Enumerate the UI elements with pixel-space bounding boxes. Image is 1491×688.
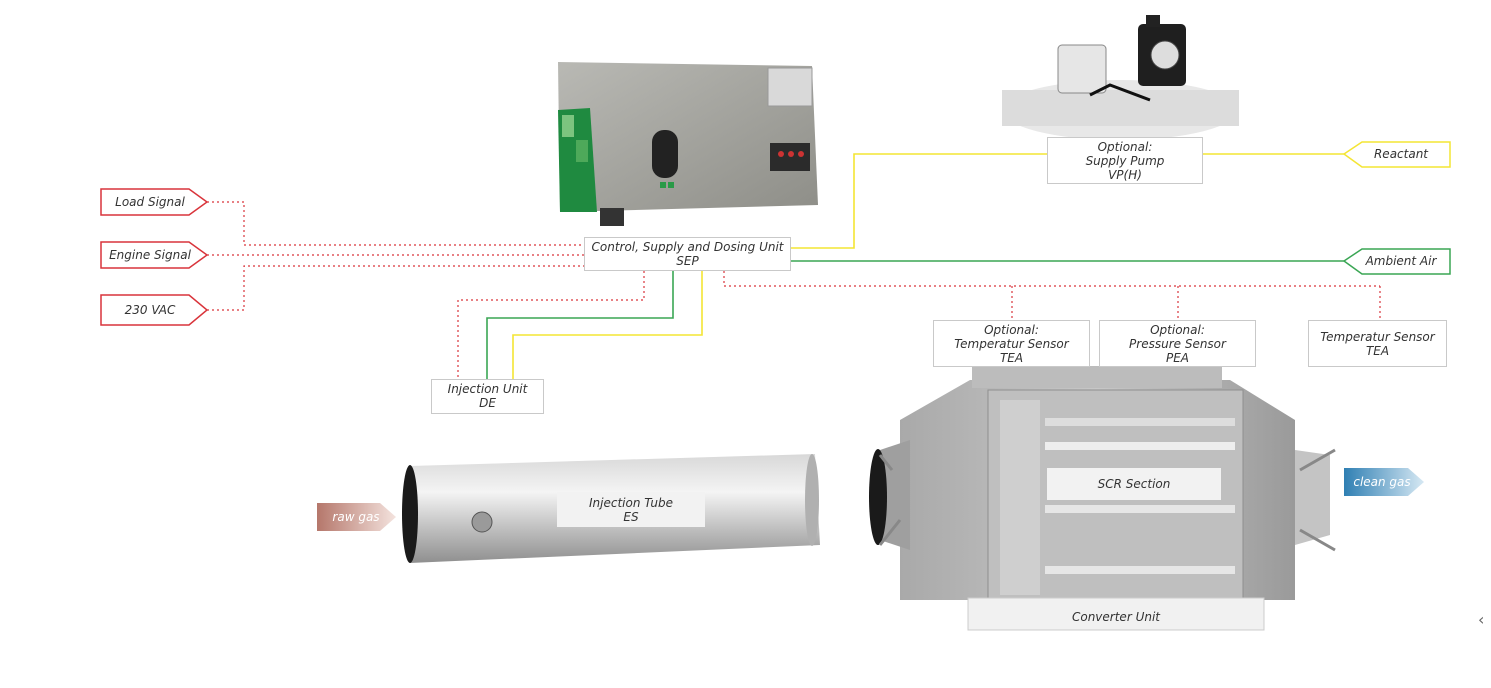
pressure-sensor-label: Optional: Pressure Sensor PEA xyxy=(1099,320,1256,367)
reactant-tag xyxy=(1342,141,1451,168)
scr-section-text: SCR Section xyxy=(1097,477,1171,491)
supply-pump-label: Optional: Supply Pump VP(H) xyxy=(1047,137,1203,184)
vac-tag xyxy=(100,294,209,326)
optional-temperature-sensor-label: Optional: Temperatur Sensor TEA xyxy=(933,320,1090,367)
sep-label: Control, Supply and Dosing Unit SEP xyxy=(584,237,791,271)
injection-tube-line2: ES xyxy=(623,510,639,524)
load-signal-tag xyxy=(100,188,209,216)
injection-unit-line2: DE xyxy=(479,396,496,410)
raw-gas-arrow xyxy=(317,503,396,531)
clean-gas-label: clean gas xyxy=(1353,475,1411,489)
signal-lines xyxy=(207,201,1381,380)
injection-unit-label: Injection Unit DE xyxy=(431,379,544,414)
injection-unit-line1: Injection Unit xyxy=(447,382,528,396)
sep-label-line1: Control, Supply and Dosing Unit xyxy=(591,240,784,254)
scr-section-label: SCR Section xyxy=(1047,468,1221,500)
ambient-air-label: Ambient Air xyxy=(1365,254,1437,268)
tea-line2: TEA xyxy=(1365,344,1390,358)
sep-label-line2: SEP xyxy=(676,254,699,268)
air-line xyxy=(486,260,1344,380)
supply-pump-line2: Supply Pump xyxy=(1085,154,1165,168)
reactant-label: Reactant xyxy=(1373,147,1429,161)
injection-tube-label: Injection Tube ES xyxy=(557,492,705,527)
supply-pump-image xyxy=(1002,15,1239,140)
reactant-line xyxy=(512,153,1344,380)
vac-label: 230 VAC xyxy=(124,303,176,317)
supply-pump-line1: Optional: xyxy=(1097,140,1153,154)
supply-pump-line3: VP(H) xyxy=(1108,168,1142,182)
opt-tea-line1: Optional: xyxy=(984,323,1039,337)
clean-gas-arrow xyxy=(1344,468,1424,496)
injection-tube-line1: Injection Tube xyxy=(589,496,673,510)
arrow-left-icon[interactable]: ‹ xyxy=(1478,610,1485,629)
converter-unit-label: Converter Unit xyxy=(1071,610,1160,624)
raw-gas-label: raw gas xyxy=(332,510,380,524)
pea-line3: PEA xyxy=(1165,351,1190,365)
control-unit-image xyxy=(558,62,818,226)
load-signal-label: Load Signal xyxy=(115,195,185,209)
tea-line1: Temperatur Sensor xyxy=(1320,330,1435,344)
ambient-air-tag xyxy=(1342,248,1451,275)
engine-signal-tag xyxy=(100,241,209,269)
engine-signal-label: Engine Signal xyxy=(109,248,191,262)
opt-tea-line2: Temperatur Sensor xyxy=(954,337,1069,351)
opt-tea-line3: TEA xyxy=(999,351,1024,365)
pea-line2: Pressure Sensor xyxy=(1129,337,1226,351)
temperature-sensor-label: Temperatur Sensor TEA xyxy=(1308,320,1447,367)
pea-line1: Optional: xyxy=(1150,323,1205,337)
